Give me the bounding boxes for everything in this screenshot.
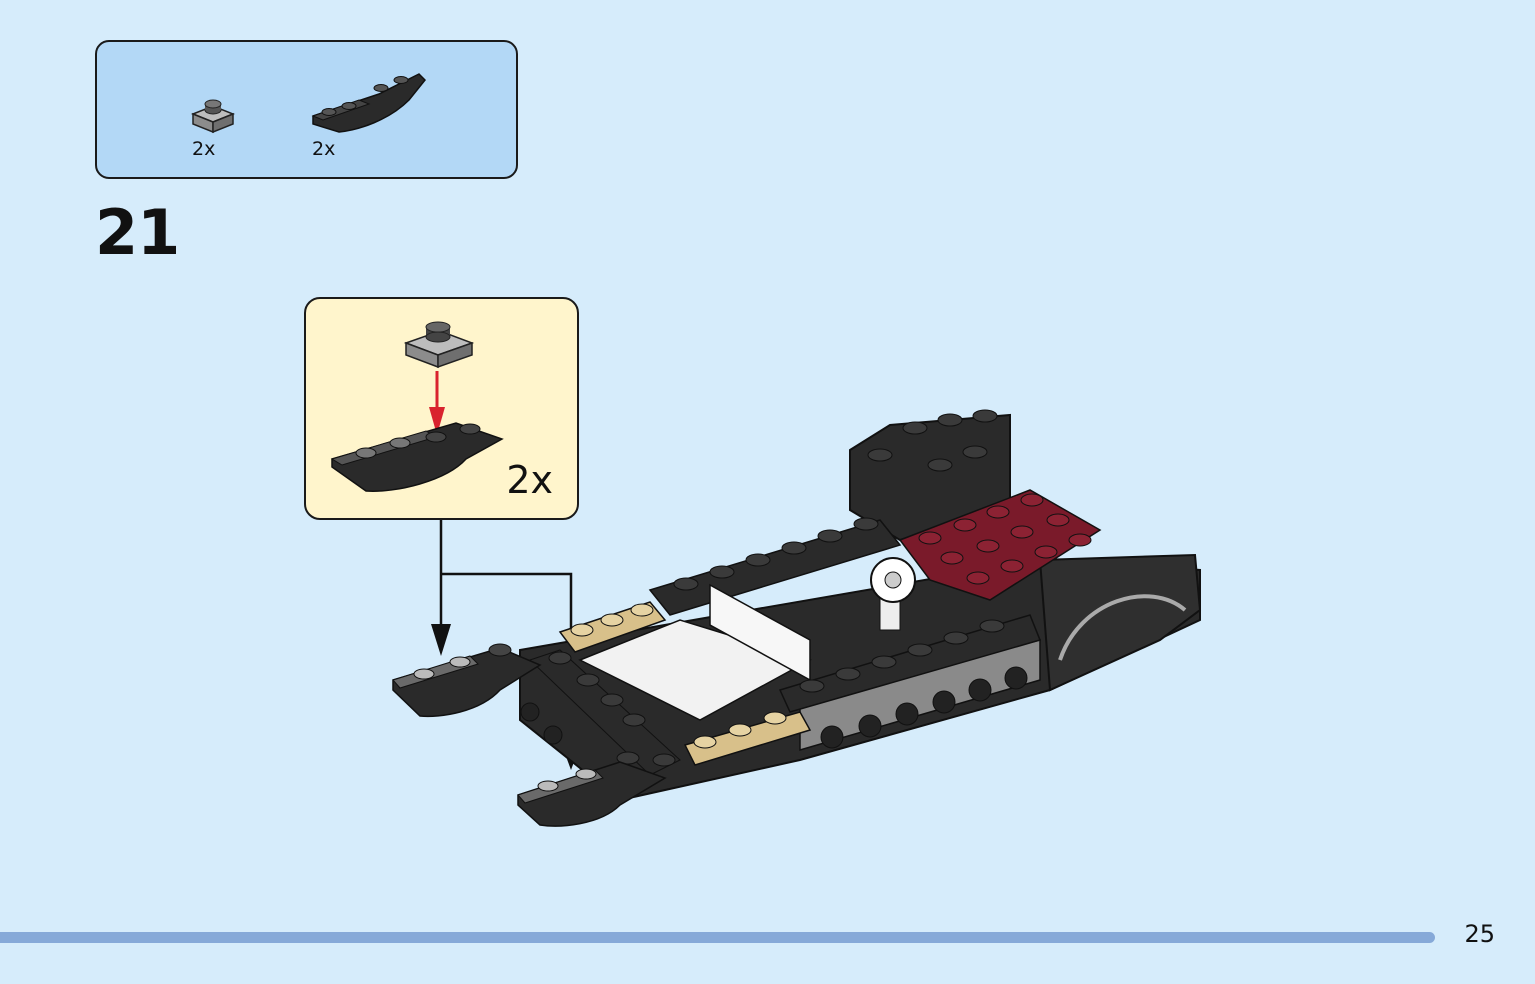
tan-plate-rear bbox=[683, 711, 812, 766]
footer-progress-bar bbox=[0, 932, 1435, 943]
tan-plate-front bbox=[558, 601, 667, 653]
step-number: 21 bbox=[95, 196, 180, 269]
lower-rail bbox=[778, 614, 1042, 713]
rear-tower bbox=[849, 409, 1011, 542]
part-qty-2: 2x bbox=[312, 138, 336, 160]
curved-slope-black-front-2 bbox=[517, 761, 667, 827]
parts-list-box: 2x 2x bbox=[95, 40, 518, 179]
sub-assembly-illustration bbox=[330, 321, 504, 492]
model-illustration bbox=[392, 409, 1202, 827]
page-number: 25 bbox=[1464, 920, 1495, 948]
dark-red-plate bbox=[898, 489, 1102, 601]
callout-qty: 2x bbox=[506, 458, 553, 502]
front-left-bricks bbox=[529, 649, 681, 776]
curved-slope-black-front-1 bbox=[392, 643, 542, 718]
arrow-head-icon bbox=[431, 624, 451, 656]
curved-slope-black-icon bbox=[330, 422, 504, 492]
white-floor bbox=[578, 583, 812, 721]
steering-wheel-icon bbox=[870, 557, 916, 631]
plate-1x1-gray-icon bbox=[403, 321, 475, 369]
part-qty-1: 2x bbox=[192, 138, 216, 160]
plate-1x1-gray-icon bbox=[190, 99, 236, 134]
curved-slope-black-icon bbox=[311, 73, 427, 133]
placement-arrow-icon bbox=[429, 371, 445, 435]
sub-assembly-callout: 2x bbox=[304, 297, 579, 520]
